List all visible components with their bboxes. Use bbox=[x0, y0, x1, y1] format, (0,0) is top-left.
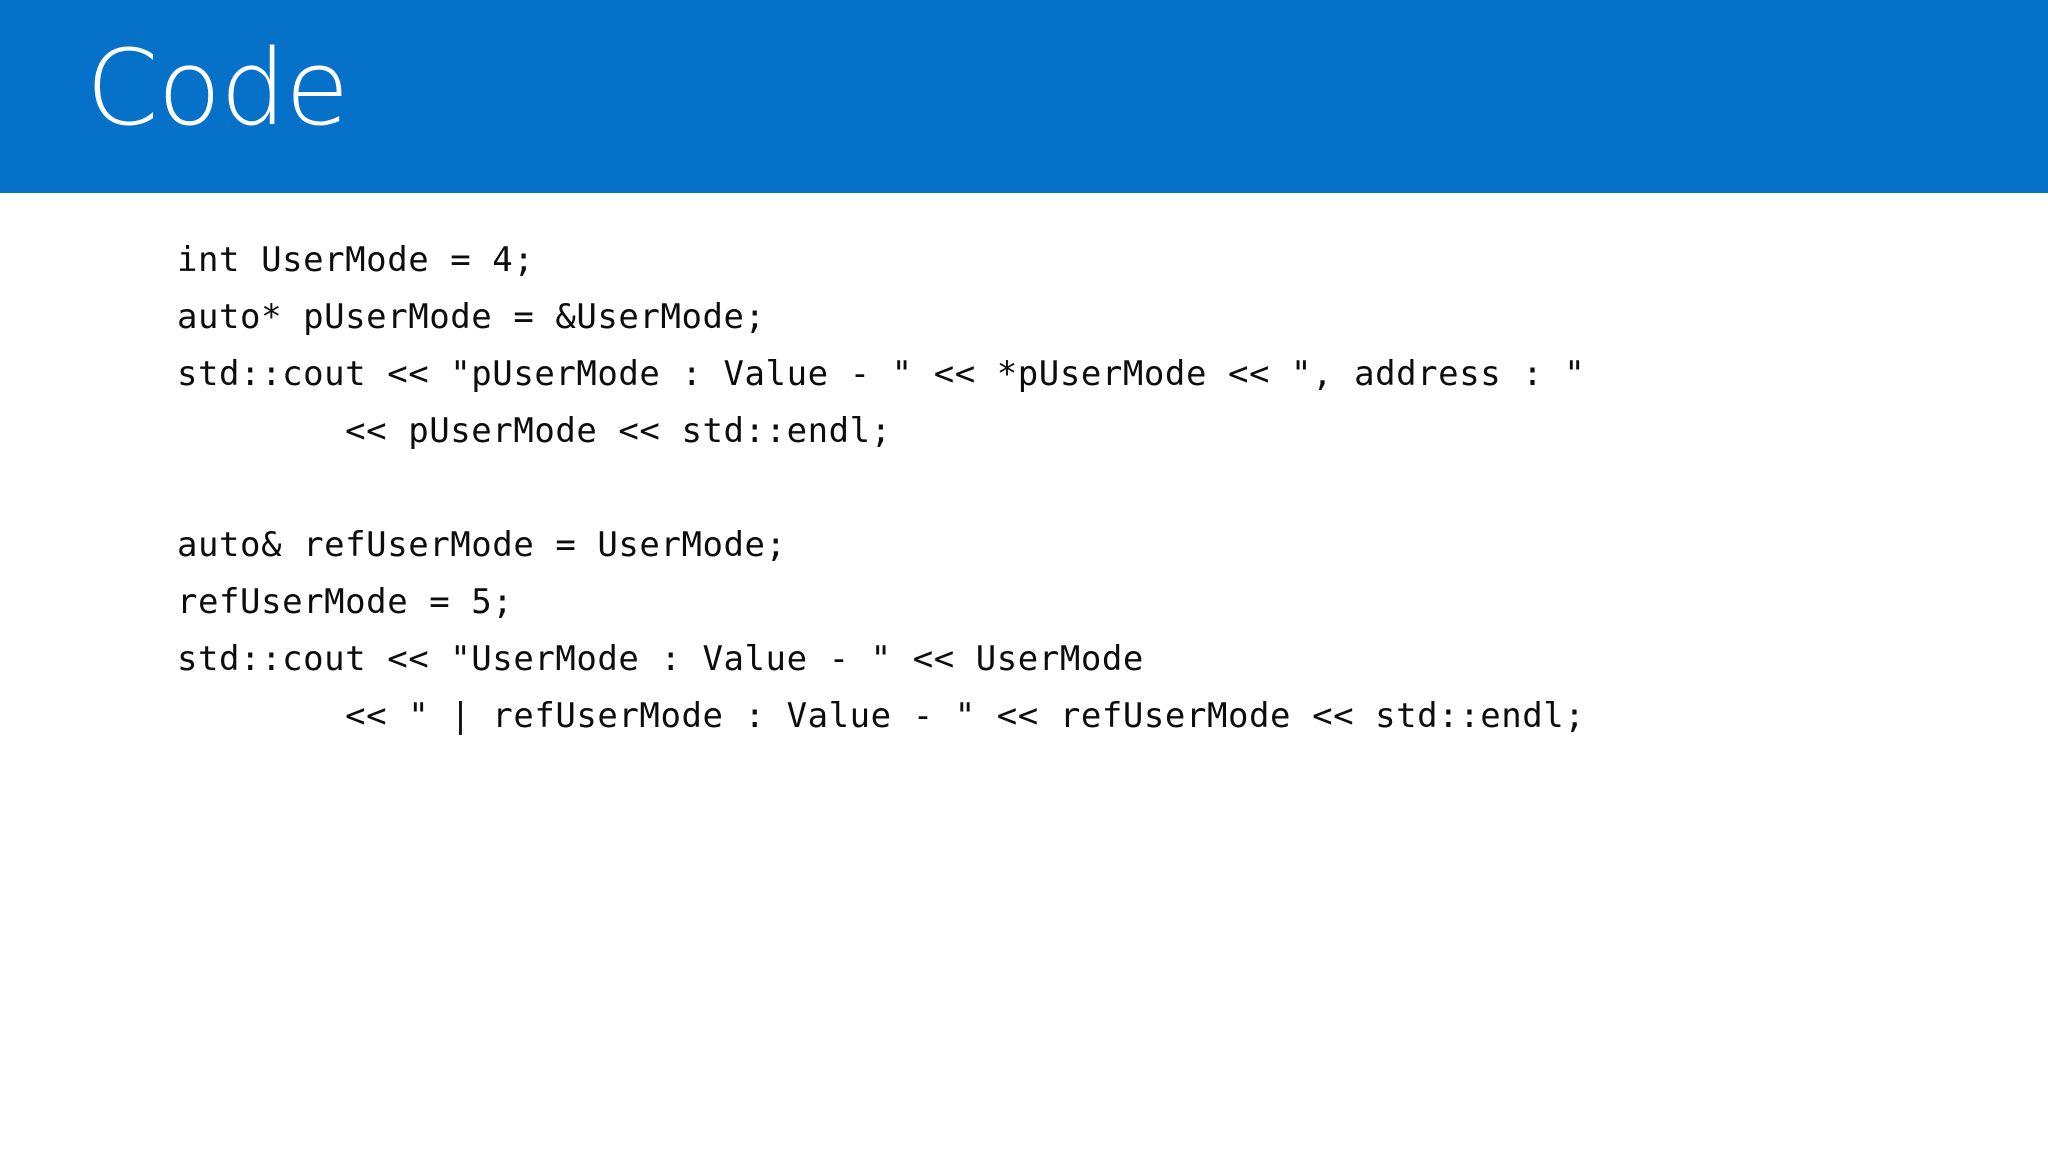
code-line: << pUserMode << std::endl; bbox=[177, 411, 892, 451]
code-line: auto* pUserMode = &UserMode; bbox=[177, 297, 766, 337]
code-line: std::cout << "pUserMode : Value - " << *… bbox=[177, 354, 1586, 394]
code-line: auto& refUserMode = UserMode; bbox=[177, 525, 787, 565]
title-band: Code bbox=[0, 0, 2048, 193]
code-line-blank bbox=[177, 460, 1977, 517]
code-line: int UserMode = 4; bbox=[177, 240, 535, 280]
code-line: << " | refUserMode : Value - " << refUse… bbox=[177, 696, 1586, 736]
title-band-divider bbox=[0, 193, 2048, 195]
code-line: std::cout << "UserMode : Value - " << Us… bbox=[177, 639, 1144, 679]
code-block: int UserMode = 4; auto* pUserMode = &Use… bbox=[177, 232, 1977, 745]
page-title: Code bbox=[86, 27, 349, 149]
code-line: refUserMode = 5; bbox=[177, 582, 514, 622]
